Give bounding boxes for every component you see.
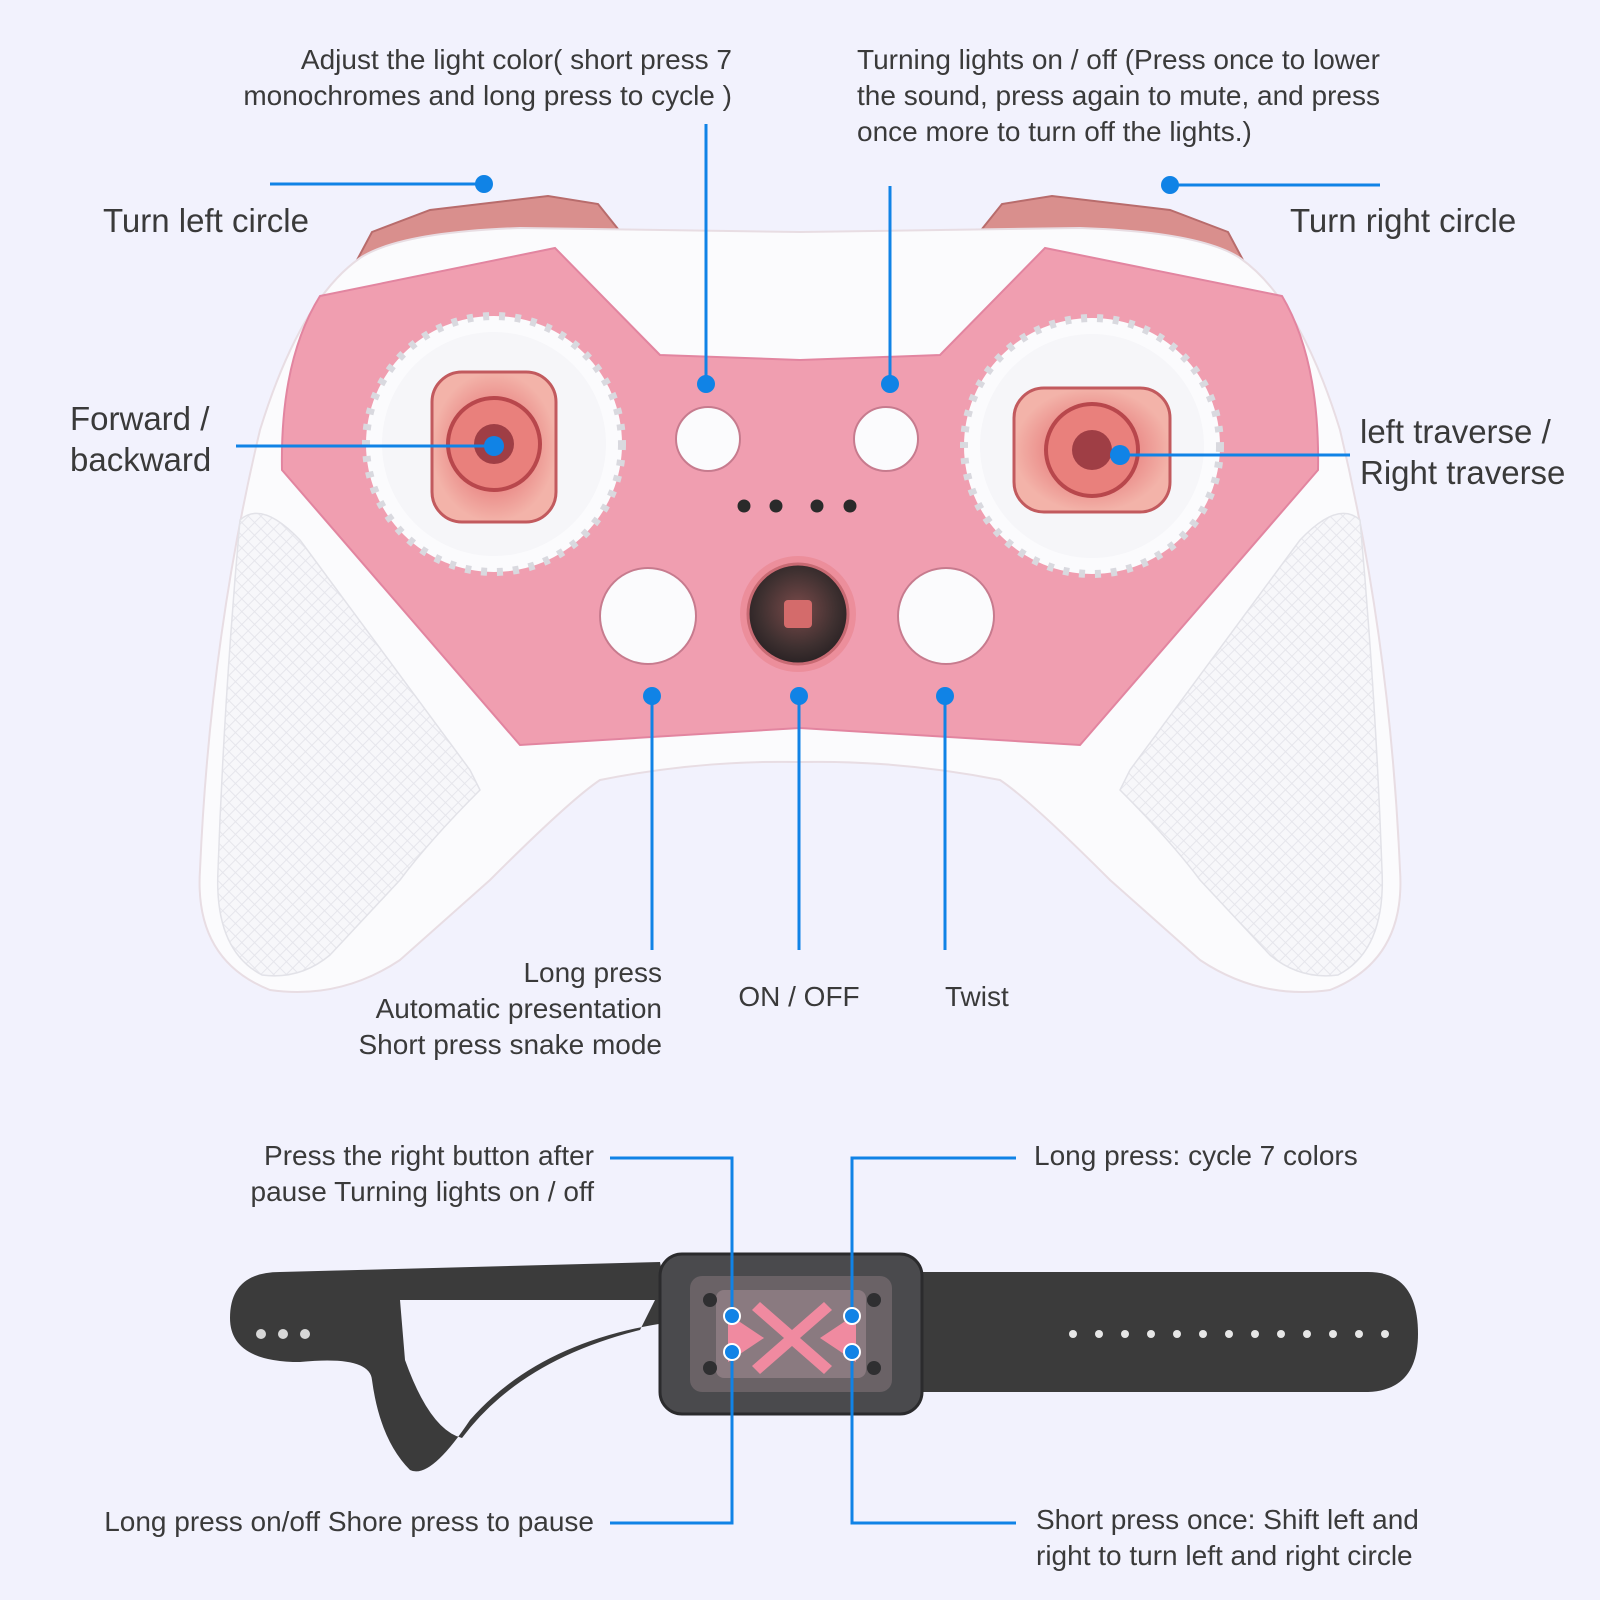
long-press-cycle-label: Long press: cycle 7 colors [1034, 1140, 1358, 1171]
turn-left-circle-label: Turn left circle [103, 202, 309, 239]
auto-presentation-button [599, 567, 697, 665]
light-color-button [675, 406, 741, 472]
strap-loop [230, 1262, 672, 1472]
wristband-remote [230, 1252, 1418, 1472]
on-off-label: ON / OFF [738, 981, 860, 1012]
right-joystick [960, 314, 1224, 578]
callout-dot-icon [723, 1307, 861, 1361]
controller-callouts [236, 124, 1380, 950]
traverse-label: left traverse / Right traverse [1360, 413, 1566, 491]
power-button-icon [740, 556, 856, 672]
turn-right-circle-label: Turn right circle [1290, 202, 1517, 239]
forward-backward-label: Forward / backward [70, 400, 212, 478]
right-grip [1119, 512, 1384, 977]
gamepad-controller [198, 194, 1402, 993]
long-press-on-off-label: Long press on/off Shore press to pause [104, 1506, 594, 1537]
turning-lights-label: Turning lights on / off (Press once to l… [857, 44, 1380, 147]
strap-holes-left [256, 1329, 310, 1339]
wristband-callouts [610, 1156, 1016, 1525]
left-grip [216, 512, 481, 977]
indicator-leds [737, 499, 857, 513]
twist-label: Twist [945, 981, 1009, 1012]
adjust-light-label: Adjust the light color( short press 7 mo… [243, 44, 732, 111]
strap-band [905, 1272, 1418, 1392]
press-right-after-pause-label: Press the right button after pause Turni… [250, 1140, 595, 1207]
twist-button [897, 567, 995, 665]
lights-sound-button [853, 406, 919, 472]
strap-holes-right [1069, 1330, 1389, 1338]
auto-presentation-label: Long press Automatic presentation Short … [358, 957, 663, 1060]
short-press-shift-label: Short press once: Shift left and right t… [1036, 1504, 1419, 1571]
callout-dot-icon [475, 175, 1179, 705]
